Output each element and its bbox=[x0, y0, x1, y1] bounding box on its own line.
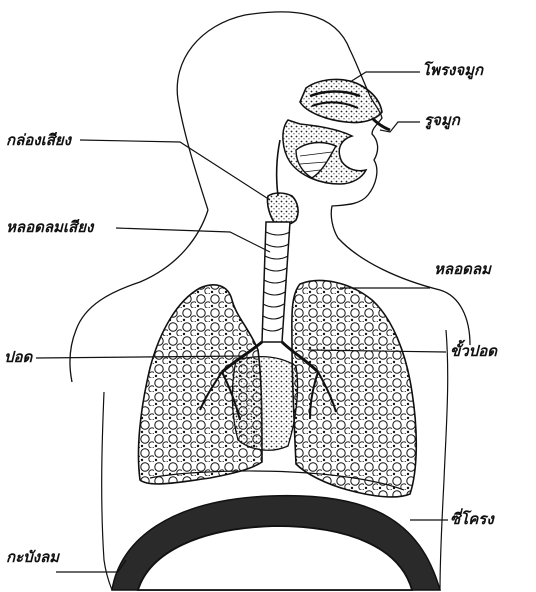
label-nostril: รูจมูก bbox=[424, 113, 460, 128]
trachea-shape bbox=[262, 222, 290, 342]
label-trachea: หลอดลม bbox=[434, 262, 491, 277]
label-vocal-tube: หลอดลมเสียง bbox=[6, 220, 93, 235]
label-lung: ปอด bbox=[4, 350, 32, 365]
torso-right bbox=[440, 330, 448, 590]
nasal-cavity bbox=[300, 79, 390, 130]
label-bronchus: ขั้วปอด bbox=[450, 344, 497, 359]
label-larynx: กล่องเสียง bbox=[6, 133, 71, 148]
torso-left bbox=[102, 392, 112, 590]
right-lung bbox=[292, 281, 416, 497]
label-nasal-cavity: โพรงจมูก bbox=[422, 63, 483, 78]
label-diaphragm: กะบังลม bbox=[6, 550, 59, 565]
label-rib: ซี่โครง bbox=[450, 512, 494, 527]
mouth-pharynx bbox=[277, 120, 366, 196]
larynx-shape bbox=[267, 193, 298, 225]
